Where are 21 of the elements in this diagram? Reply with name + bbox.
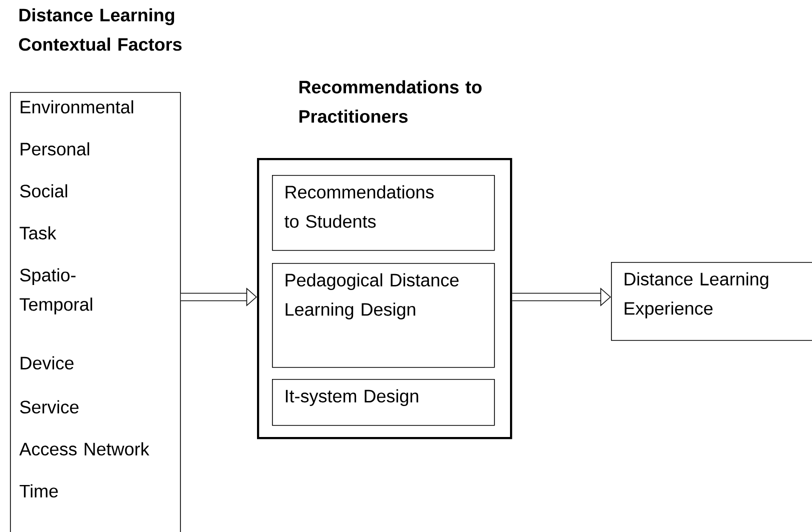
heading: Recommendations to Practitioners bbox=[299, 80, 482, 123]
list-item: Social bbox=[20, 184, 68, 198]
list-item: Spatio-Temporal bbox=[20, 268, 92, 314]
list-item: Environmental bbox=[20, 100, 134, 114]
list-item: Access Network bbox=[19, 442, 150, 456]
list-item: Time bbox=[20, 484, 58, 498]
outer-box bbox=[257, 80, 512, 440]
text-box bbox=[272, 175, 495, 251]
list-item: Service bbox=[20, 400, 78, 414]
text-box bbox=[10, 8, 182, 532]
list-item: Device bbox=[20, 356, 74, 370]
list-item: Task bbox=[20, 226, 56, 240]
box-text: Distance Learning Experience bbox=[624, 272, 768, 318]
text-box bbox=[272, 379, 495, 426]
text-box bbox=[272, 263, 495, 368]
list-item: Personal bbox=[20, 142, 90, 156]
box-text: Pedagogical Distance Learning Design bbox=[286, 273, 459, 320]
box-text: Recommendations to Students bbox=[284, 185, 434, 228]
heading: Distance Learning Contextual Factors bbox=[19, 8, 182, 51]
box-text: It-system Design bbox=[286, 389, 418, 406]
text-box bbox=[611, 262, 812, 341]
